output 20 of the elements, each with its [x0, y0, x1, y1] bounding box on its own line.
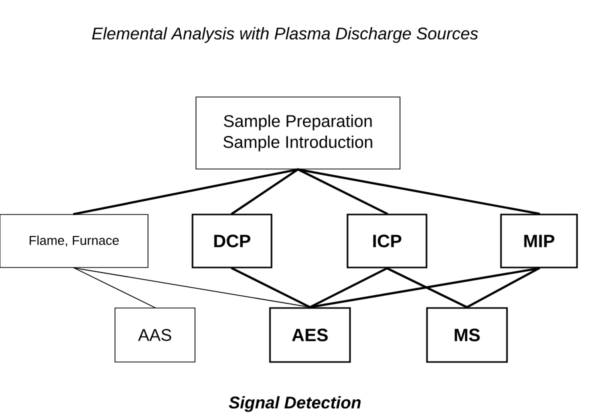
- source-box: Flame, Furnace: [0, 214, 148, 268]
- section-label: Signal Detection: [228, 396, 361, 412]
- connector-line: [72, 168, 300, 216]
- source-box: ICP: [346, 214, 428, 268]
- connector-line: [308, 267, 540, 308]
- title: Elemental Analysis with Plasma Discharge Sources: [92, 27, 478, 43]
- detector-box: MS: [426, 307, 508, 363]
- process-box: Sample Preparation Sample Introduction: [196, 96, 400, 170]
- connector-line: [230, 267, 312, 308]
- detector-box: AES: [269, 307, 351, 363]
- connector-line: [296, 168, 540, 215]
- connector-line: [74, 267, 156, 308]
- source-box: DCP: [192, 214, 272, 268]
- detector-box: AAS: [114, 308, 196, 362]
- source-box: MIP: [500, 214, 578, 268]
- connector-line: [230, 168, 300, 215]
- connector-line: [466, 267, 540, 308]
- connector-line: [308, 267, 388, 308]
- connector-line: [386, 267, 468, 308]
- connector-line: [296, 168, 388, 215]
